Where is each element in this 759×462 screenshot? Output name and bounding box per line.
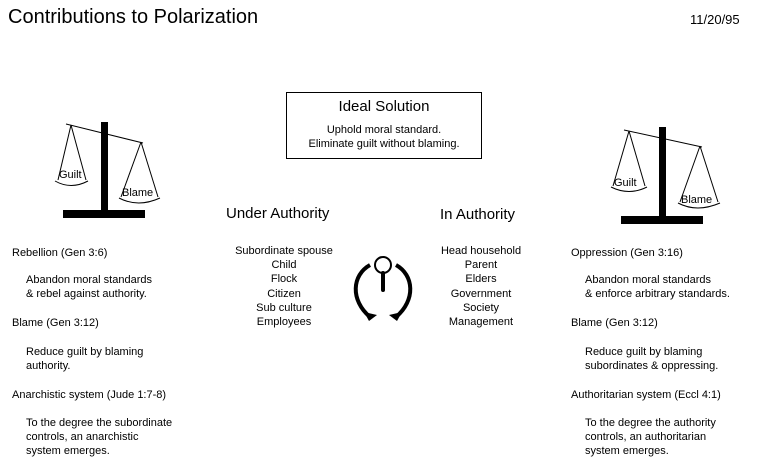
in-authority-heading: In Authority [440,206,516,223]
oppression-text: Abandon moral standards & enforce arbitr… [571,273,730,301]
anarchistic-heading: Anarchistic system (Jude 1:7-8) [12,389,167,401]
in-authority-list: Head household Parent Elders Government … [426,244,536,329]
text-line: subordinates & oppressing. [585,360,719,372]
text-line: To the degree the subordinate [26,417,173,429]
list-item: Society [462,301,500,314]
right-balance-scale [610,127,721,224]
date-label: 11/20/95 [690,12,740,27]
polarization-symbol [353,256,413,321]
left-guilt-label: Guilt [59,169,82,181]
list-item: Child [271,259,297,272]
list-item: Sub culture [256,301,312,314]
list-item: Elders [465,273,497,286]
list-item: Subordinate spouse [235,245,333,257]
text-line: controls, an anarchistic [26,431,139,443]
blame-heading-left: Blame (Gen 3:12) [12,317,99,329]
page-title: Contributions to Polarization [8,6,259,28]
text-line: Abandon moral standards [26,274,152,286]
right-guilt-label: Guilt [614,177,637,189]
rebellion-text: Abandon moral standards & rebel against … [12,273,152,301]
list-item: Head household [440,245,522,257]
text-line: Reduce guilt by blaming [26,346,144,358]
list-item: Parent [464,259,498,272]
ideal-line: Eliminate guilt without blaming. [308,138,460,150]
left-balance-scale [54,122,161,218]
under-authority-heading: Under Authority [226,205,330,222]
blame-heading-right: Blame (Gen 3:12) [571,317,658,329]
list-item: Government [450,287,512,300]
list-item: Management [448,316,514,329]
authoritarian-heading: Authoritarian system (Eccl 4:1) [571,389,721,401]
rebellion-heading: Rebellion (Gen 3:6) [12,247,108,259]
text-line: controls, an authoritarian [585,431,707,443]
text-line: authority. [26,360,71,372]
list-item: Citizen [267,287,301,300]
text-line: & enforce arbitrary standards. [585,288,730,300]
ideal-solution-box: Ideal Solution Uphold moral standard. El… [286,92,482,159]
ideal-solution-heading: Ideal Solution [338,98,430,115]
text-line: system emerges. [585,445,669,457]
text-line: Reduce guilt by blaming [585,346,703,358]
text-line: & rebel against authority. [26,288,147,300]
right-blame-label: Blame [681,194,712,206]
ideal-line: Uphold moral standard. [326,124,442,136]
blame-text-right: Reduce guilt by blaming subordinates & o… [571,345,718,373]
left-blame-label: Blame [122,187,153,199]
authoritarian-text: To the degree the authority controls, an… [571,416,716,458]
under-authority-list: Subordinate spouse Child Flock Citizen S… [224,244,344,329]
text-line: To the degree the authority [585,417,716,429]
anarchistic-text: To the degree the subordinate controls, … [12,416,172,458]
blame-text-left: Reduce guilt by blaming authority. [12,345,143,373]
list-item: Employees [256,316,312,329]
list-item: Flock [270,273,298,286]
text-line: system emerges. [26,445,110,457]
text-line: Abandon moral standards [585,274,711,286]
oppression-heading: Oppression (Gen 3:16) [571,247,683,259]
